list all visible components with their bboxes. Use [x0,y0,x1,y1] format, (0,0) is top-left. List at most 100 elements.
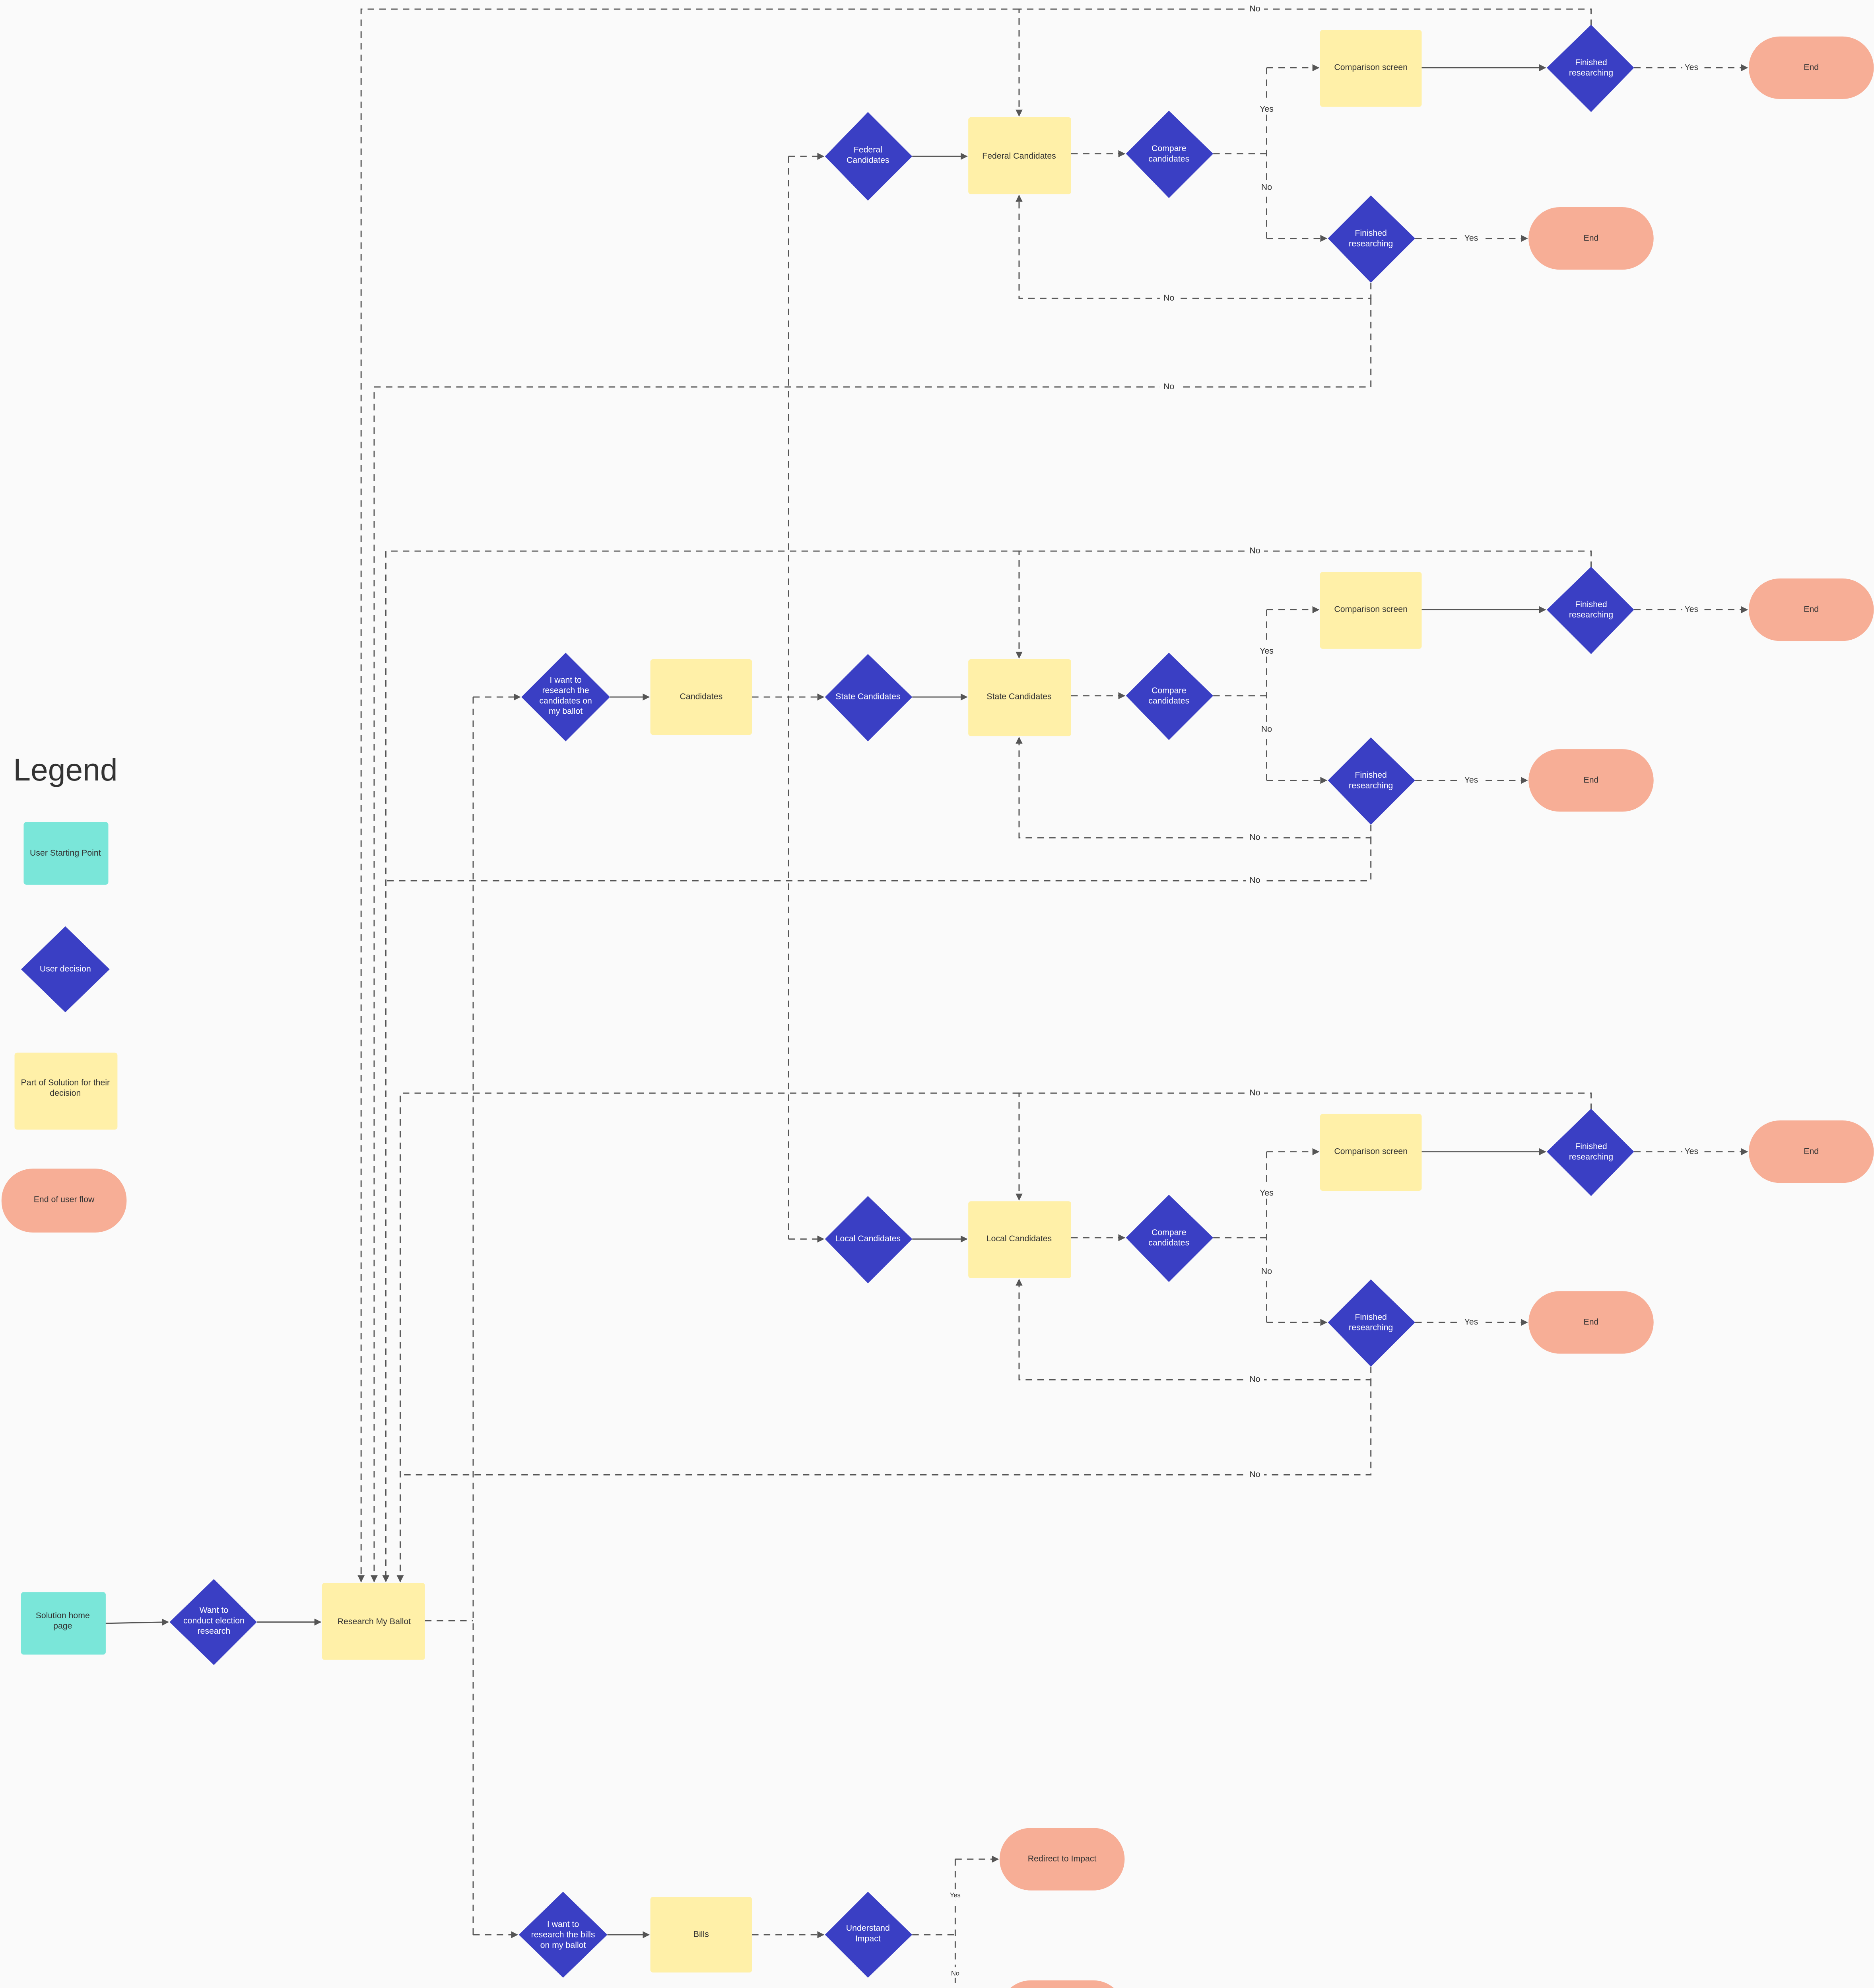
node-state-comparison-screen[interactable]: Comparison screen [1320,572,1422,649]
edge-label-yes: Yes [1464,233,1478,243]
edge-label-yes: Yes [1464,775,1478,784]
edge-label-no: No [1163,293,1174,303]
edge-label-no: No [1249,4,1260,14]
edge-label-no: No [1261,724,1272,734]
svg-text:Federal Candidates: Federal Candidates [982,151,1056,161]
node-state-decision[interactable]: State Candidates [825,654,913,742]
edge-label-no: No [1249,546,1260,555]
edge-label-no: No [1163,382,1174,391]
svg-text:End: End [1804,604,1819,614]
legend-solution-shape [14,1052,118,1130]
node-local-comparison-screen[interactable]: Comparison screen [1320,1114,1422,1191]
legend-start-shape [23,822,109,885]
node-redirect-impact[interactable]: Redirect to Impact [999,1828,1125,1891]
svg-text:Comparison screen: Comparison screen [1334,62,1408,72]
node-federal-end-2[interactable]: End [1528,207,1654,270]
edge-label-yes: Yes [950,1892,961,1899]
svg-text:End: End [1804,62,1819,72]
legend-title: Legend [13,752,117,787]
svg-text:Redirect to Impact: Redirect to Impact [1028,1854,1097,1864]
edge-label-no: No [1261,182,1272,192]
edge-label-no: No [1261,1266,1272,1276]
svg-text:End: End [1584,775,1599,784]
svg-text:End: End [1804,1146,1819,1156]
edge-label-yes: Yes [1260,104,1274,114]
node-federal-candidates[interactable]: Federal Candidates [968,117,1072,194]
edge-label-no: No [1249,1375,1260,1384]
node-state-end-1[interactable]: End [1748,578,1874,641]
node-local-candidates[interactable]: Local Candidates [968,1201,1072,1278]
svg-text:Bills: Bills [693,1930,709,1939]
svg-text:Comparison screen: Comparison screen [1334,1146,1408,1156]
legend-decision-shape [21,926,110,1013]
node-bills[interactable]: Bills [650,1897,752,1973]
edge-label-yes: Yes [1260,1188,1274,1198]
svg-text:Candidates: Candidates [680,692,723,701]
legend: Legend User Starting Point User decision… [1,752,127,1233]
legend-decision-label: User decision [40,964,91,974]
svg-text:End: End [1584,233,1599,243]
svg-text:Research My Ballot: Research My Ballot [338,1617,411,1626]
node-local-end-2[interactable]: End [1528,1291,1654,1354]
legend-start-label: User Starting Point [30,848,101,858]
edge-label-yes: Yes [1684,604,1698,614]
svg-text:Local Candidates: Local Candidates [835,1234,901,1243]
node-bills-end[interactable]: End [1000,1980,1125,1988]
svg-text:Local Candidates: Local Candidates [987,1234,1052,1243]
svg-text:State Candidates: State Candidates [835,692,900,701]
node-research-my-ballot[interactable]: Research My Ballot [322,1583,425,1660]
node-federal-comparison-screen[interactable]: Comparison screen [1320,30,1422,107]
node-state-end-2[interactable]: End [1528,749,1654,812]
node-state-candidates[interactable]: State Candidates [968,659,1072,736]
node-local-decision[interactable]: Local Candidates [825,1196,913,1283]
edge-label-no: No [1249,833,1260,842]
edge-label-no: No [1249,876,1260,885]
edge-label-no: No [1249,1470,1260,1479]
edge-label-yes: Yes [1684,1146,1698,1156]
svg-text:State Candidates: State Candidates [987,692,1051,701]
edge-label-no: No [951,1970,959,1977]
legend-end-shape [1,1169,127,1233]
node-candidates[interactable]: Candidates [650,659,752,735]
svg-text:Comparison screen: Comparison screen [1334,604,1408,614]
edge-label-yes: Yes [1684,62,1698,72]
legend-end-label: End of user flow [34,1195,95,1204]
node-local-end-1[interactable]: End [1748,1120,1874,1183]
edge-label-yes: Yes [1464,1317,1478,1327]
edges [104,8,1748,1988]
node-federal-end-1[interactable]: End [1748,36,1874,99]
svg-text:End: End [1584,1317,1599,1327]
